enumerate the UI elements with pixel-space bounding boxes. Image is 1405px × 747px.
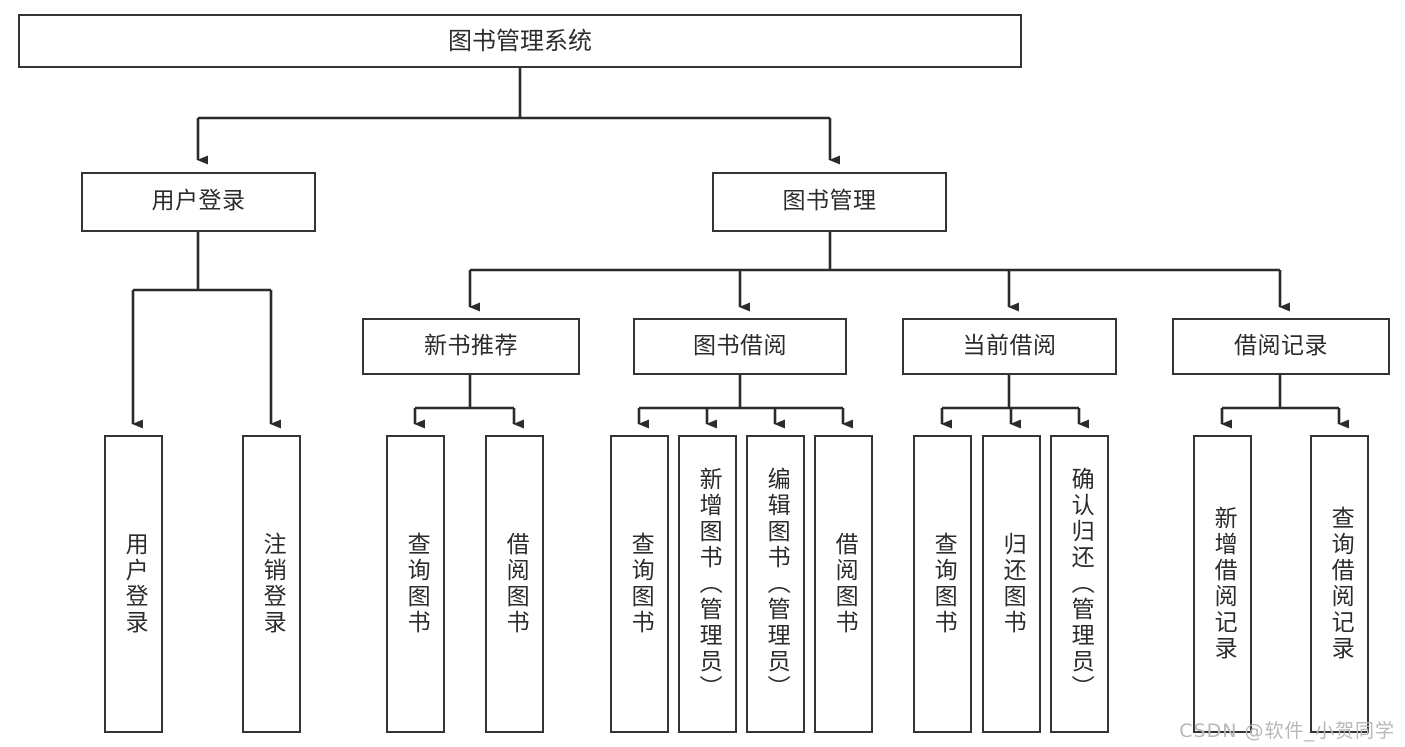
node-leaf-5[interactable]: 新增图书（管理员）	[678, 435, 737, 733]
node-leaf-1[interactable]: 注销登录	[242, 435, 301, 733]
node-leaf-4[interactable]: 查询图书	[610, 435, 669, 733]
node-level3-1[interactable]: 图书借阅	[633, 318, 847, 375]
node-level3-0[interactable]: 新书推荐	[362, 318, 580, 375]
node-root[interactable]: 图书管理系统	[18, 14, 1022, 68]
csdn-watermark: CSDN @软件_小贺同学	[1179, 720, 1395, 742]
node-leaf-11[interactable]: 新增借阅记录	[1193, 435, 1252, 733]
node-level3-3[interactable]: 借阅记录	[1172, 318, 1390, 375]
node-leaf-8[interactable]: 查询图书	[913, 435, 972, 733]
node-leaf-10[interactable]: 确认归还（管理员）	[1050, 435, 1109, 733]
node-level3-2[interactable]: 当前借阅	[902, 318, 1117, 375]
node-level2-1[interactable]: 图书管理	[712, 172, 947, 232]
node-leaf-12[interactable]: 查询借阅记录	[1310, 435, 1369, 733]
node-level2-0[interactable]: 用户登录	[81, 172, 316, 232]
node-leaf-0[interactable]: 用户登录	[104, 435, 163, 733]
node-leaf-2[interactable]: 查询图书	[386, 435, 445, 733]
node-leaf-9[interactable]: 归还图书	[982, 435, 1041, 733]
node-leaf-3[interactable]: 借阅图书	[485, 435, 544, 733]
node-leaf-7[interactable]: 借阅图书	[814, 435, 873, 733]
node-leaf-6[interactable]: 编辑图书（管理员）	[746, 435, 805, 733]
